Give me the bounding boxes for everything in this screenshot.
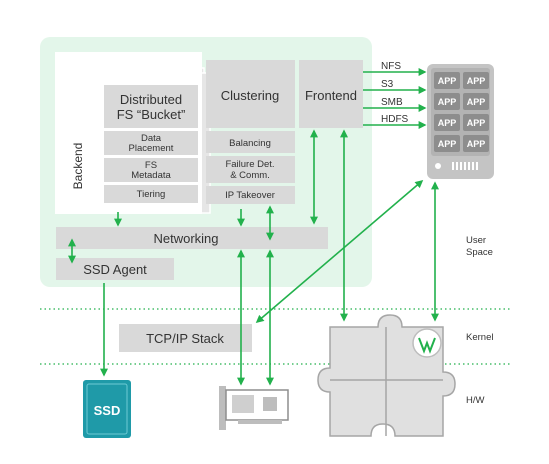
networking-label: Networking [153,231,218,246]
protocol-s3: S3 [381,79,394,90]
protocol-nfs: NFS [381,61,401,72]
nic-card-icon [219,386,289,430]
protocol-hdfs: HDFS [381,114,409,125]
balancing-box [206,131,295,153]
user-space-label-line2: Space [466,247,493,258]
app-server-icon [427,64,494,179]
app-label-1: APP [438,76,457,86]
puzzle-icon [317,314,456,437]
tiering-box [104,185,198,203]
failure-det-line2: & Comm. [230,170,270,181]
app-label-3: APP [438,97,457,107]
app-label-4: APP [467,97,486,107]
data-placement-line1: Data [141,133,162,144]
frontend-box [299,60,363,128]
hw-label: H/W [466,395,485,406]
tcpip-stack-box [119,324,252,352]
app-label-7: APP [438,139,457,149]
tiering-label: Tiering [137,189,166,200]
app-label-8: APP [467,139,486,149]
ssd-agent-box [56,258,174,280]
ip-takeover-label: IP Takeover [225,190,275,201]
failure-det-line1: Failure Det. [225,159,274,170]
kernel-label: Kernel [466,332,493,343]
bucket-title-line2: FS “Bucket” [117,107,186,122]
fs-metadata-line2: Metadata [131,170,171,181]
data-placement-box [104,131,198,155]
app-label-2: APP [467,76,486,86]
app-label-6: APP [467,118,486,128]
ssd-agent-label: SSD Agent [83,262,147,277]
backend-label: Backend [71,143,85,190]
ssd-device-label: SSD [94,403,121,418]
clustering-title: Clustering [221,88,280,103]
protocol-smb: SMB [381,97,403,108]
connection-arrows [68,129,439,386]
failure-det-box [206,156,295,183]
protocol-arrows [363,68,427,129]
frontend-title: Frontend [305,88,357,103]
app-label-5: APP [438,118,457,128]
bucket-title-box [104,85,198,128]
clustering-box [206,60,295,128]
tcpip-stack-label: TCP/IP Stack [146,331,224,346]
fs-metadata-line1: FS [145,160,157,171]
bucket-title-line1: Distributed [120,92,182,107]
ssd-device-icon [83,380,131,438]
balancing-label: Balancing [229,138,271,149]
data-placement-line2: Placement [129,143,174,154]
fs-metadata-box [104,158,198,182]
user-space-label-line1: User [466,235,486,246]
